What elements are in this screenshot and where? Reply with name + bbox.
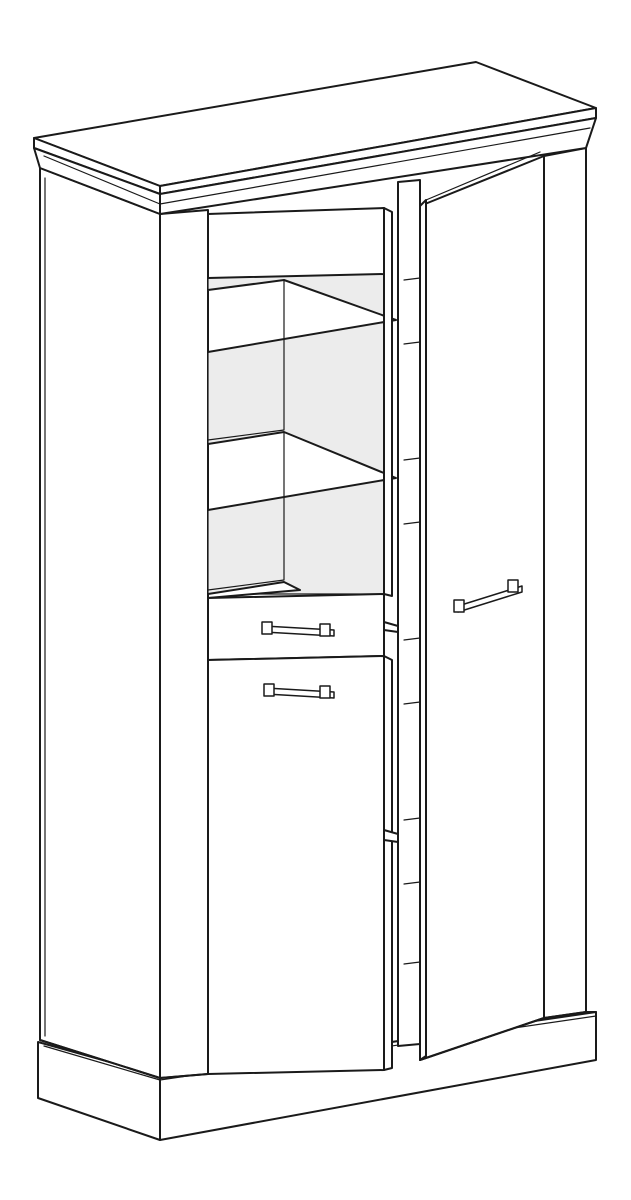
cabinet-cornice bbox=[33, 61, 597, 215]
lower-door-handle[interactable] bbox=[263, 683, 335, 699]
cabinet-front-stile-left bbox=[159, 209, 209, 1079]
drawer-handle[interactable] bbox=[261, 621, 335, 637]
cabinet-side-panel bbox=[39, 167, 161, 1079]
upper-door-open-left bbox=[383, 207, 393, 597]
lower-door-left bbox=[207, 655, 399, 1075]
cabinet-interior-right bbox=[397, 179, 421, 1047]
cabinet-front-stile-right bbox=[543, 147, 587, 1019]
right-door-open bbox=[419, 151, 545, 1061]
drawer-front bbox=[207, 593, 399, 661]
right-door-handle[interactable] bbox=[453, 579, 523, 613]
cabinet-bottom-edge bbox=[39, 1011, 597, 1079]
display-compartment bbox=[207, 207, 397, 599]
